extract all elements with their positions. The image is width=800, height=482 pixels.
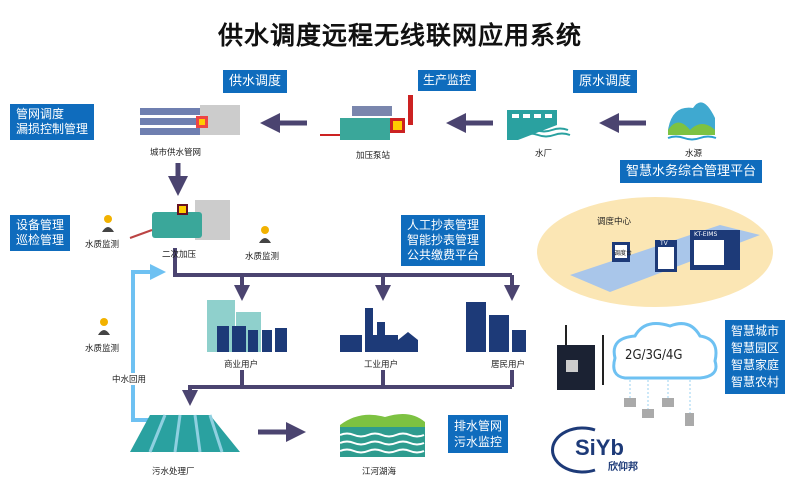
tag-metering: 人工抄表管理 智能抄表管理 公共缴费平台 [401,215,486,266]
siyb-logo: SiYb 欣仰邦 [551,426,638,474]
label-rivers: 江河湖海 [362,467,397,477]
tag-production-monitor: 生产监控 [418,70,477,91]
tag-platform: 智慧水务综合管理平台 [620,160,763,183]
rivers-lakes-icon [339,413,425,457]
label-water-source: 水源 [685,149,703,159]
label-quality-3: 水质监测 [85,344,120,354]
label-tv: TV [660,240,668,247]
svg-text:欣仰邦: 欣仰邦 [608,460,638,473]
water-plant-icon [507,110,580,140]
tag-equipment: 设备管理 巡检管理 [10,215,71,251]
label-city-pipe: 城市供水管网 [150,148,202,158]
sewage-plant-icon [130,414,240,453]
distribution-pipe [173,248,520,406]
label-pump-station: 加压泵站 [356,151,391,161]
tag-raw-water-dispatch: 原水调度 [573,70,638,93]
label-residential: 居民用户 [491,360,526,370]
tag-supply-dispatch: 供水调度 [223,70,288,93]
page-title: 供水调度远程无线联网应用系统 [217,21,582,50]
reuse-arrow [131,264,166,422]
tag-smart: 智慧城市 智慧园区 智慧家庭 智慧农村 [725,320,786,394]
industrial-buildings-icon [340,308,418,352]
label-reuse: 中水回用 [112,373,147,385]
label-network: 2G/3G/4G [625,348,683,363]
commercial-buildings-icon [207,300,287,352]
pump-station-icon [320,95,413,140]
label-industrial: 工业用户 [364,360,399,370]
label-secondary: 二次加压 [162,250,197,260]
cloud-network-icon [612,322,718,426]
label-quality-1: 水质监测 [85,240,120,250]
city-pipe-network-icon [140,105,240,135]
tag-pipe-network: 管网调度 漏损控制管理 [10,104,95,140]
tag-drainage: 排水管网 污水监控 [448,415,509,453]
secondary-pump-icon [129,200,230,240]
water-source-icon [667,102,717,141]
residential-buildings-icon [466,302,526,352]
label-commercial: 商业用户 [224,360,259,370]
label-control-center: 调度中心 [597,217,632,227]
label-console: 调度台 [614,250,633,257]
label-quality-2: 水质监测 [245,252,280,262]
label-ems: KT-EIMS [694,231,718,238]
label-water-plant: 水厂 [535,149,553,159]
label-sewage: 污水处理厂 [152,467,195,477]
worker-icons [98,215,271,335]
router-device-icon [557,325,604,390]
flow-arrows [168,113,646,442]
svg-text:SiYb: SiYb [575,435,624,460]
